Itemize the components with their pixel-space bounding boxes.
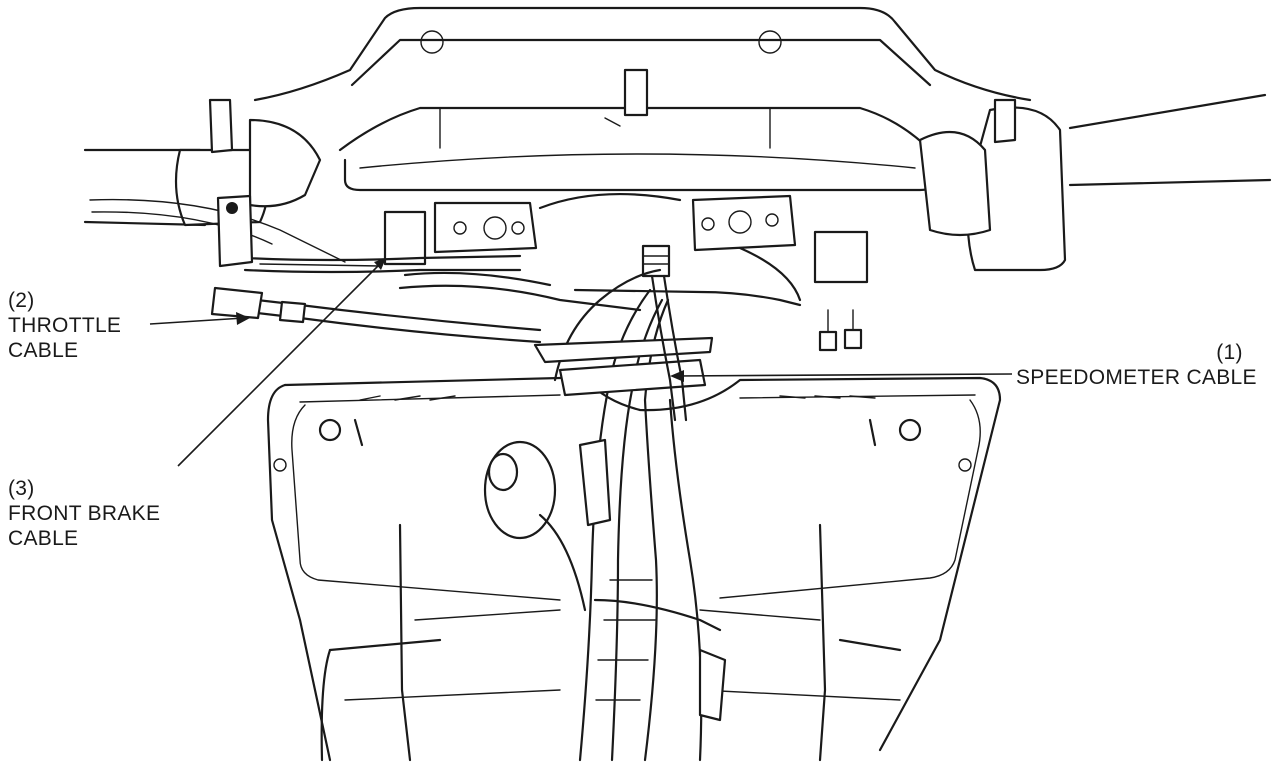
switch-connectors xyxy=(818,309,863,352)
front-brake-arrow xyxy=(374,258,386,270)
throttle-leader xyxy=(149,317,245,325)
front-brake-leader xyxy=(177,261,383,467)
callout-number: (2) xyxy=(8,289,35,312)
callout-label: CABLE xyxy=(8,339,79,362)
callout-number: (1) xyxy=(1216,341,1243,364)
callout-label: SPEEDOMETER CABLE xyxy=(1016,366,1257,389)
ignition-assembly xyxy=(483,438,727,722)
throttle-arrow xyxy=(236,312,250,325)
callout-front-brake-cable: (3) FRONT BRAKE CABLE xyxy=(8,476,160,551)
callout-throttle-cable: (2) THROTTLE CABLE xyxy=(8,288,121,363)
callout-label: CABLE xyxy=(8,527,79,550)
callout-speedometer-cable: (1) SPEEDOMETER CABLE xyxy=(1016,340,1257,390)
handlebars xyxy=(83,93,1272,272)
callout-label: FRONT BRAKE xyxy=(8,502,161,525)
speedometer-leader xyxy=(674,373,1013,377)
throttle-cable xyxy=(210,286,542,344)
callout-label: THROTTLE xyxy=(8,314,122,337)
speedometer-arrow xyxy=(670,370,684,382)
callout-number: (3) xyxy=(8,477,35,500)
front-cover xyxy=(266,370,1002,762)
meter-visor xyxy=(253,6,1032,192)
meter-brackets xyxy=(383,192,869,284)
front-brake-cable xyxy=(216,194,522,274)
